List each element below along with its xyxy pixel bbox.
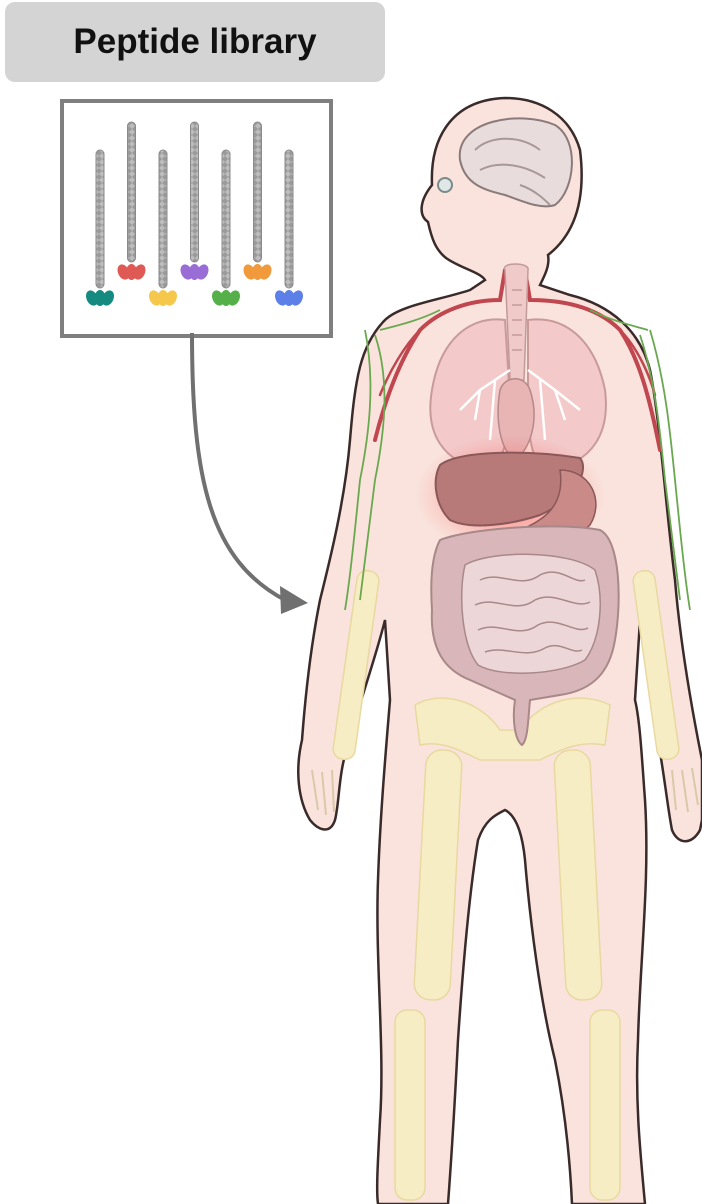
phage-filament [128, 122, 136, 262]
phage-particle [84, 150, 117, 308]
phage-filament [96, 150, 104, 288]
phage-filament [222, 150, 230, 288]
injection-arrow [192, 333, 308, 614]
phage-filament [285, 150, 293, 288]
phage-particle [273, 150, 306, 308]
phage-library [84, 122, 306, 308]
phage-particle [147, 150, 180, 308]
phage-filament [254, 122, 262, 262]
phage-particle [115, 122, 148, 282]
small-intestine [462, 554, 601, 673]
phage-filament [159, 150, 167, 288]
phage-particle [241, 122, 274, 282]
eye-icon [438, 178, 452, 192]
phage-filament [191, 122, 199, 262]
human-body [298, 98, 702, 1204]
phage-particle [210, 150, 243, 308]
phage-particle [178, 122, 211, 282]
